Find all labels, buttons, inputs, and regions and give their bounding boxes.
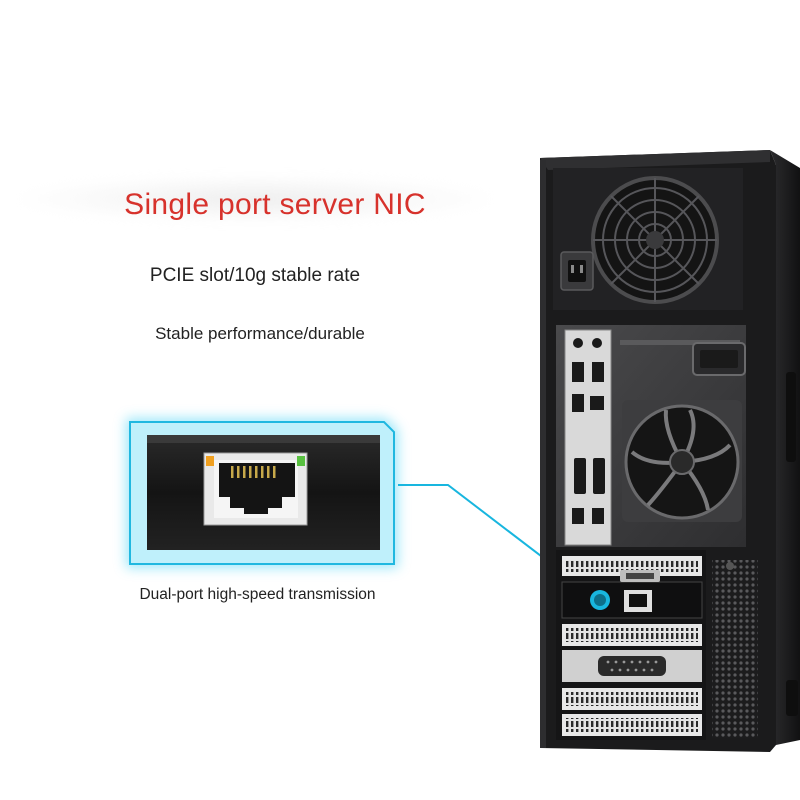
status-led-green [297,456,305,466]
power-socket-icon [560,251,594,291]
callout-caption: Dual-port high-speed transmission [139,586,376,603]
status-led-amber [206,456,214,466]
exhaust-fan-icon [622,400,742,522]
feature-line-durable: Stable performance/durable [155,324,365,343]
server-tower [540,150,800,752]
background-smudge [20,175,490,223]
nic-zoom-callout [126,418,398,568]
headline: Single port server NIC [124,188,426,221]
rj45-port-icon [203,452,308,526]
psu-fan-icon [591,176,719,304]
feature-line-rate: PCIE slot/10g stable rate [149,265,361,286]
